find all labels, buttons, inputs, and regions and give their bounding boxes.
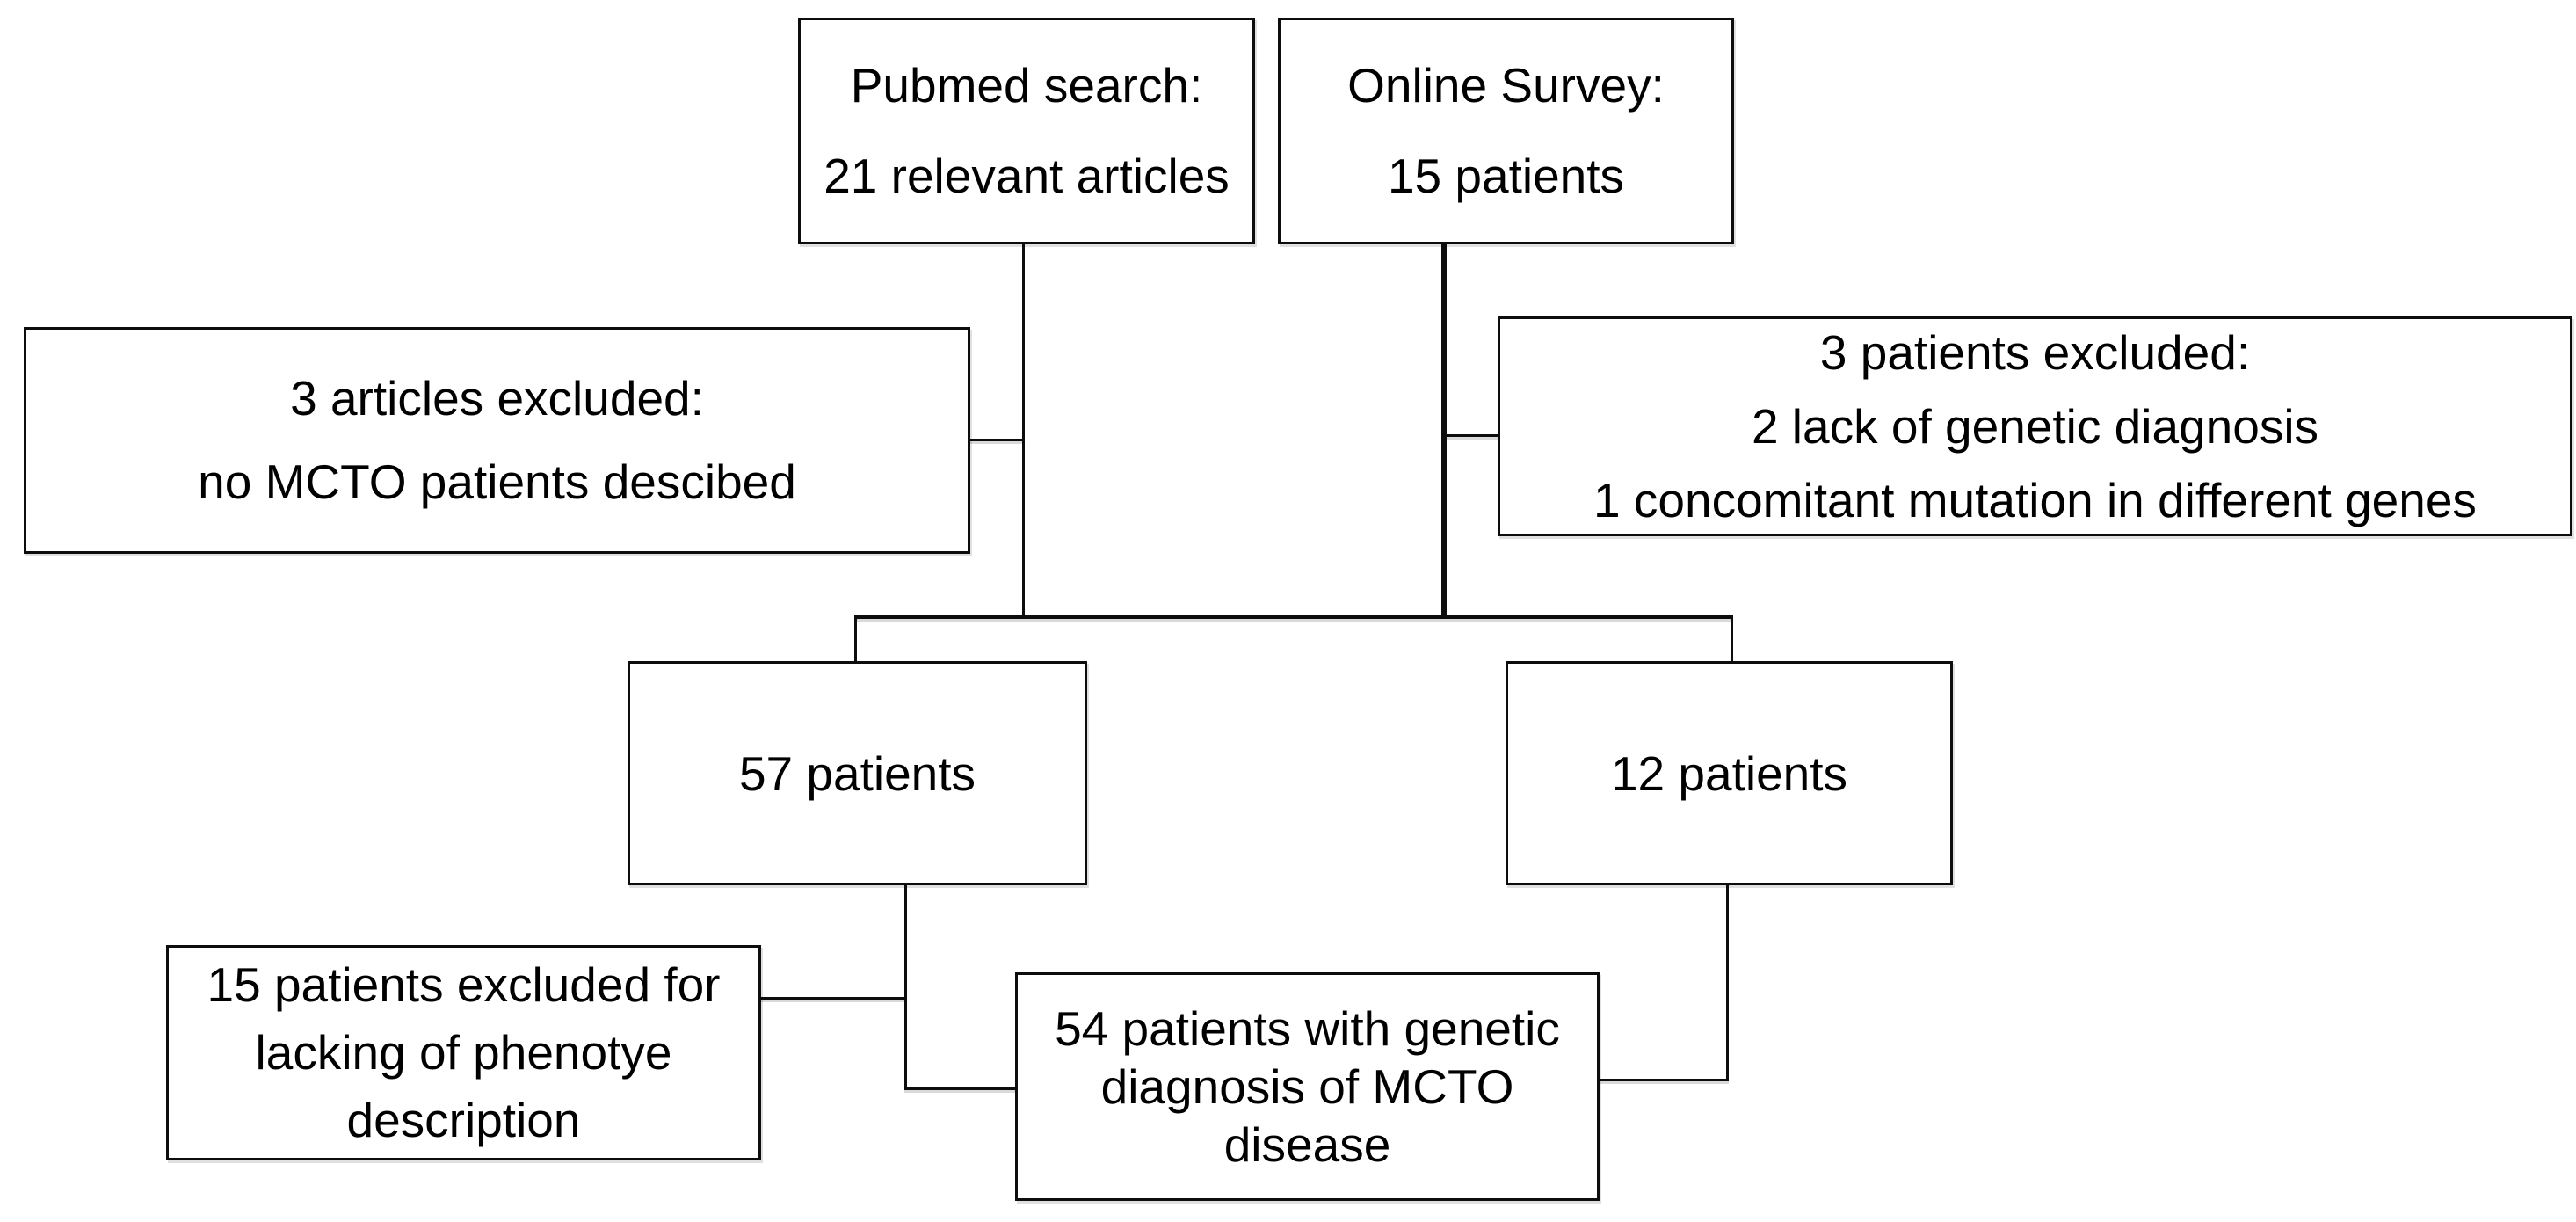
text-line: 15 patients: [1387, 149, 1625, 203]
box-57-patients: 57 patients: [628, 661, 1087, 885]
box-articles-excluded-text: 3 articles excluded: no MCTO patients des…: [26, 357, 968, 524]
text-line: 1 concomitant mutation in different gene…: [1593, 473, 2477, 527]
box-12-patients: 12 patients: [1506, 661, 1953, 885]
text-line: Online Survey:: [1347, 58, 1665, 113]
text-line: 21 relevant articles: [824, 149, 1230, 203]
box-pubmed-search-text: Pubmed search: 21 relevant articles: [801, 40, 1252, 222]
box-57-patients-text: 57 patients: [630, 738, 1085, 809]
text-line: 54 patients with genetic: [1055, 1001, 1560, 1056]
box-12-patients-text: 12 patients: [1508, 738, 1950, 809]
connector-patients-excluded: [1447, 434, 1498, 437]
box-pubmed-search: Pubmed search: 21 relevant articles: [798, 18, 1255, 244]
box-phenotype-excluded-text: 15 patients excluded for lacking of pheno…: [169, 951, 758, 1154]
box-patients-excluded-text: 3 patients excluded: 2 lack of genetic di…: [1500, 316, 2570, 537]
connector-54-right: [1600, 1079, 1729, 1081]
box-online-survey: Online Survey: 15 patients: [1278, 18, 1734, 244]
box-articles-excluded: 3 articles excluded: no MCTO patients des…: [24, 327, 970, 554]
text-line: 3 articles excluded:: [290, 371, 704, 426]
connector-junction-horizontal: [854, 615, 1733, 619]
connector-phenotype-excluded: [761, 997, 907, 1000]
text-line: 15 patients excluded for: [207, 957, 721, 1012]
connector-57-down: [904, 885, 907, 1090]
text-line: description: [346, 1093, 581, 1147]
connector-drop-to-57: [854, 615, 857, 663]
connector-pubmed-down: [1022, 244, 1025, 617]
connector-drop-to-12: [1731, 615, 1733, 663]
connector-54-left: [904, 1087, 1017, 1090]
connector-survey-down: [1441, 244, 1447, 617]
connector-12-down: [1726, 885, 1729, 1081]
box-patients-excluded: 3 patients excluded: 2 lack of genetic di…: [1498, 316, 2572, 536]
text-line: 12 patients: [1610, 746, 1848, 801]
text-line: 2 lack of genetic diagnosis: [1751, 399, 2319, 454]
text-line: 57 patients: [738, 746, 976, 801]
box-phenotype-excluded: 15 patients excluded for lacking of pheno…: [166, 945, 761, 1160]
text-line: 3 patients excluded:: [1819, 325, 2251, 380]
text-line: lacking of phenotye: [255, 1025, 672, 1080]
text-line: Pubmed search:: [850, 58, 1203, 113]
text-line: no MCTO patients descibed: [198, 455, 796, 509]
box-online-survey-text: Online Survey: 15 patients: [1281, 40, 1731, 222]
connector-articles-excluded: [970, 439, 1025, 441]
text-line: disease: [1223, 1117, 1391, 1172]
text-line: diagnosis of MCTO: [1100, 1059, 1514, 1114]
